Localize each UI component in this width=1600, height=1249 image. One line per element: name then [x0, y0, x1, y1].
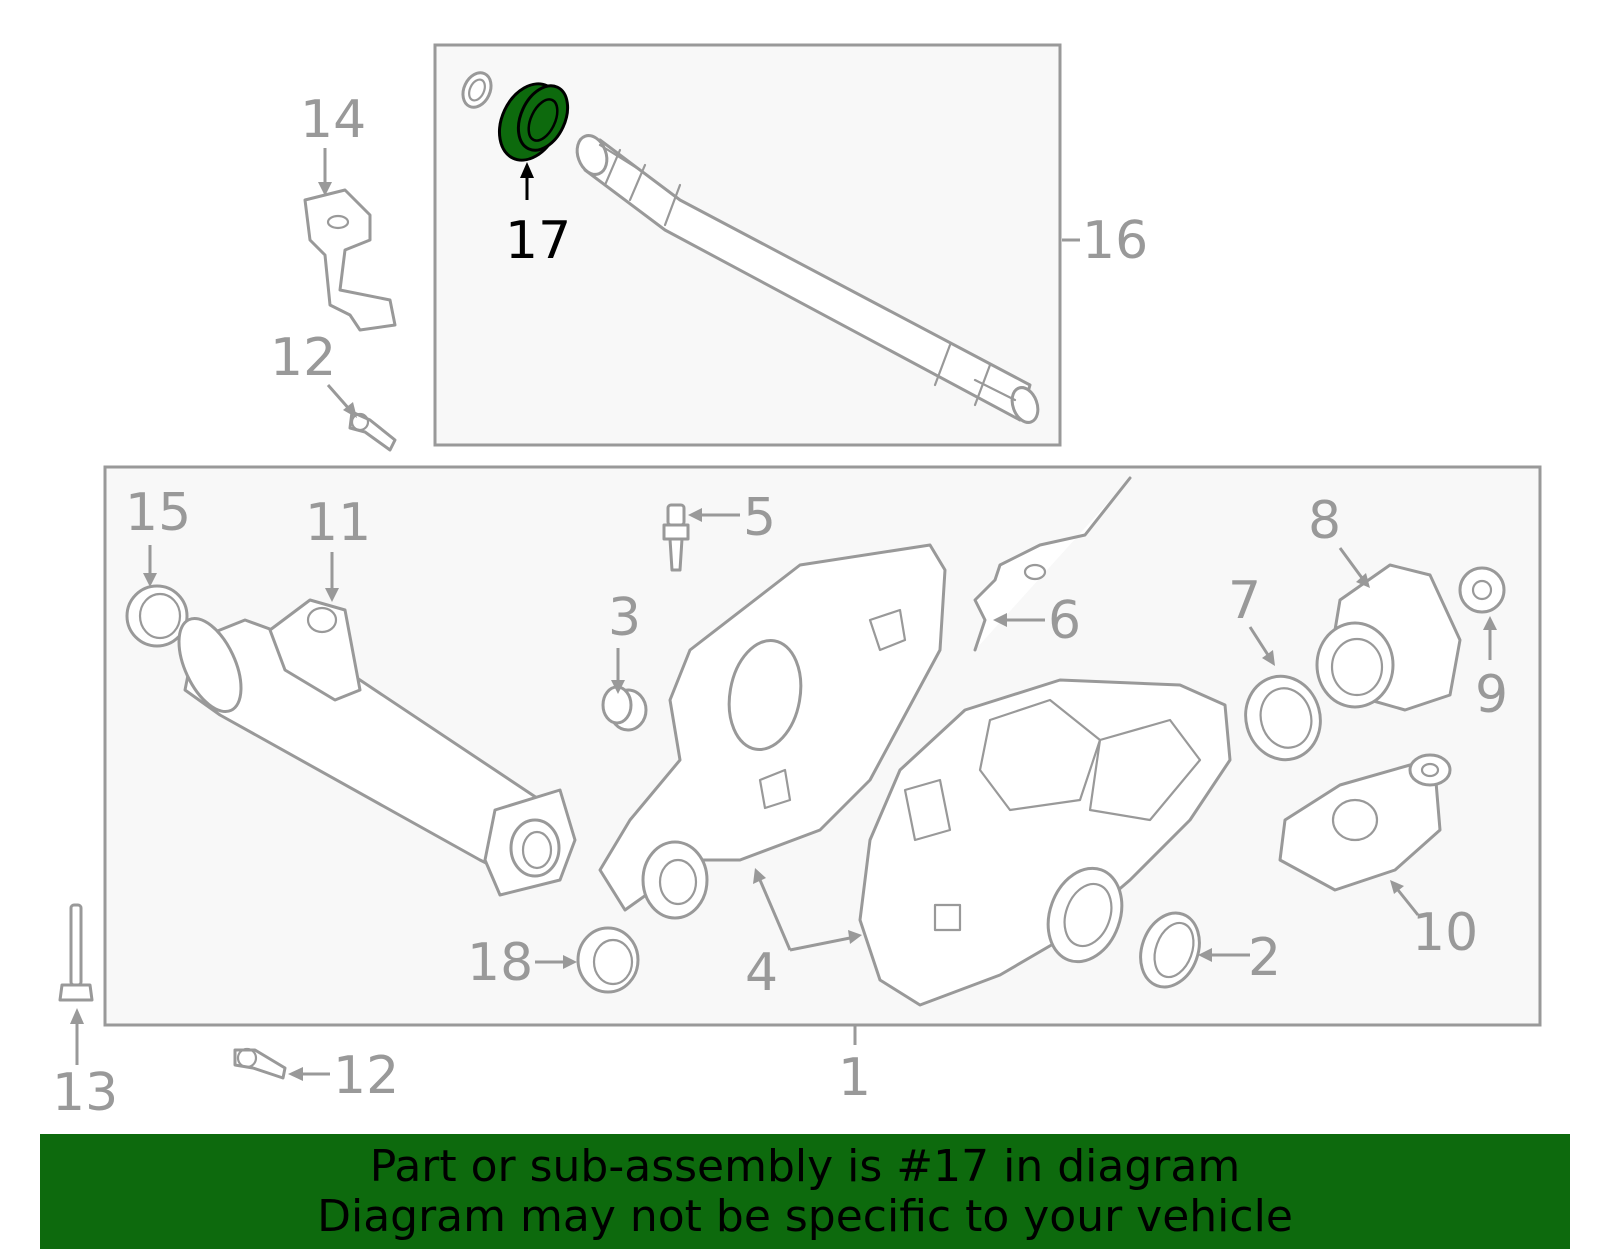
callout-1[interactable]: 1	[838, 1048, 871, 1108]
flange-part-8	[1315, 563, 1462, 712]
gasket-cover-part-4	[598, 543, 947, 920]
bearing-part-18	[576, 926, 640, 994]
callout-18[interactable]: 18	[467, 933, 533, 993]
callout-15[interactable]: 15	[125, 483, 191, 543]
callout-4[interactable]: 4	[745, 943, 778, 1003]
callout-12-lower[interactable]: 12	[333, 1046, 399, 1106]
callout-16[interactable]: 16	[1082, 211, 1148, 271]
callout-8[interactable]: 8	[1308, 491, 1341, 551]
callout-17[interactable]: 17	[505, 211, 571, 271]
callout-10[interactable]: 10	[1412, 903, 1478, 963]
axle-tube-part-11	[177, 598, 577, 897]
bushing-part-3	[601, 685, 648, 732]
axle-shaft-part	[575, 134, 1040, 424]
o-ring-part	[461, 71, 493, 109]
seal-part-7	[1244, 674, 1322, 762]
callout-13[interactable]: 13	[52, 1063, 118, 1123]
callout-11[interactable]: 11	[305, 493, 371, 553]
vent-tube-part-6	[973, 476, 1132, 652]
seal-part-2	[1139, 911, 1201, 989]
callout-6[interactable]: 6	[1048, 591, 1081, 651]
bolt-part-12-upper	[348, 410, 397, 452]
washer-part-9	[1458, 566, 1506, 614]
banner-line-2: Diagram may not be specific to your vehi…	[317, 1191, 1293, 1242]
bolt-part-12-lower	[233, 1047, 287, 1080]
callout-12-upper[interactable]: 12	[270, 328, 336, 388]
info-banner: Part or sub-assembly is #17 in diagram D…	[40, 1134, 1570, 1249]
callout-5[interactable]: 5	[743, 488, 776, 548]
callout-7[interactable]: 7	[1228, 571, 1261, 631]
callout-9[interactable]: 9	[1475, 665, 1508, 725]
callout-2[interactable]: 2	[1248, 928, 1281, 988]
differential-housing-part	[858, 678, 1232, 1007]
bolt-part-13	[58, 903, 94, 1002]
banner-line-1: Part or sub-assembly is #17 in diagram	[369, 1141, 1241, 1192]
sensor-part-5	[662, 503, 690, 572]
leader-lines	[70, 148, 1497, 1081]
callout-14[interactable]: 14	[300, 90, 366, 150]
bracket-part-14	[303, 188, 397, 332]
bearing-part-15	[125, 584, 189, 648]
part-17-seal[interactable]	[488, 74, 578, 170]
callout-3[interactable]: 3	[608, 588, 641, 648]
mount-part-10	[1278, 753, 1452, 892]
